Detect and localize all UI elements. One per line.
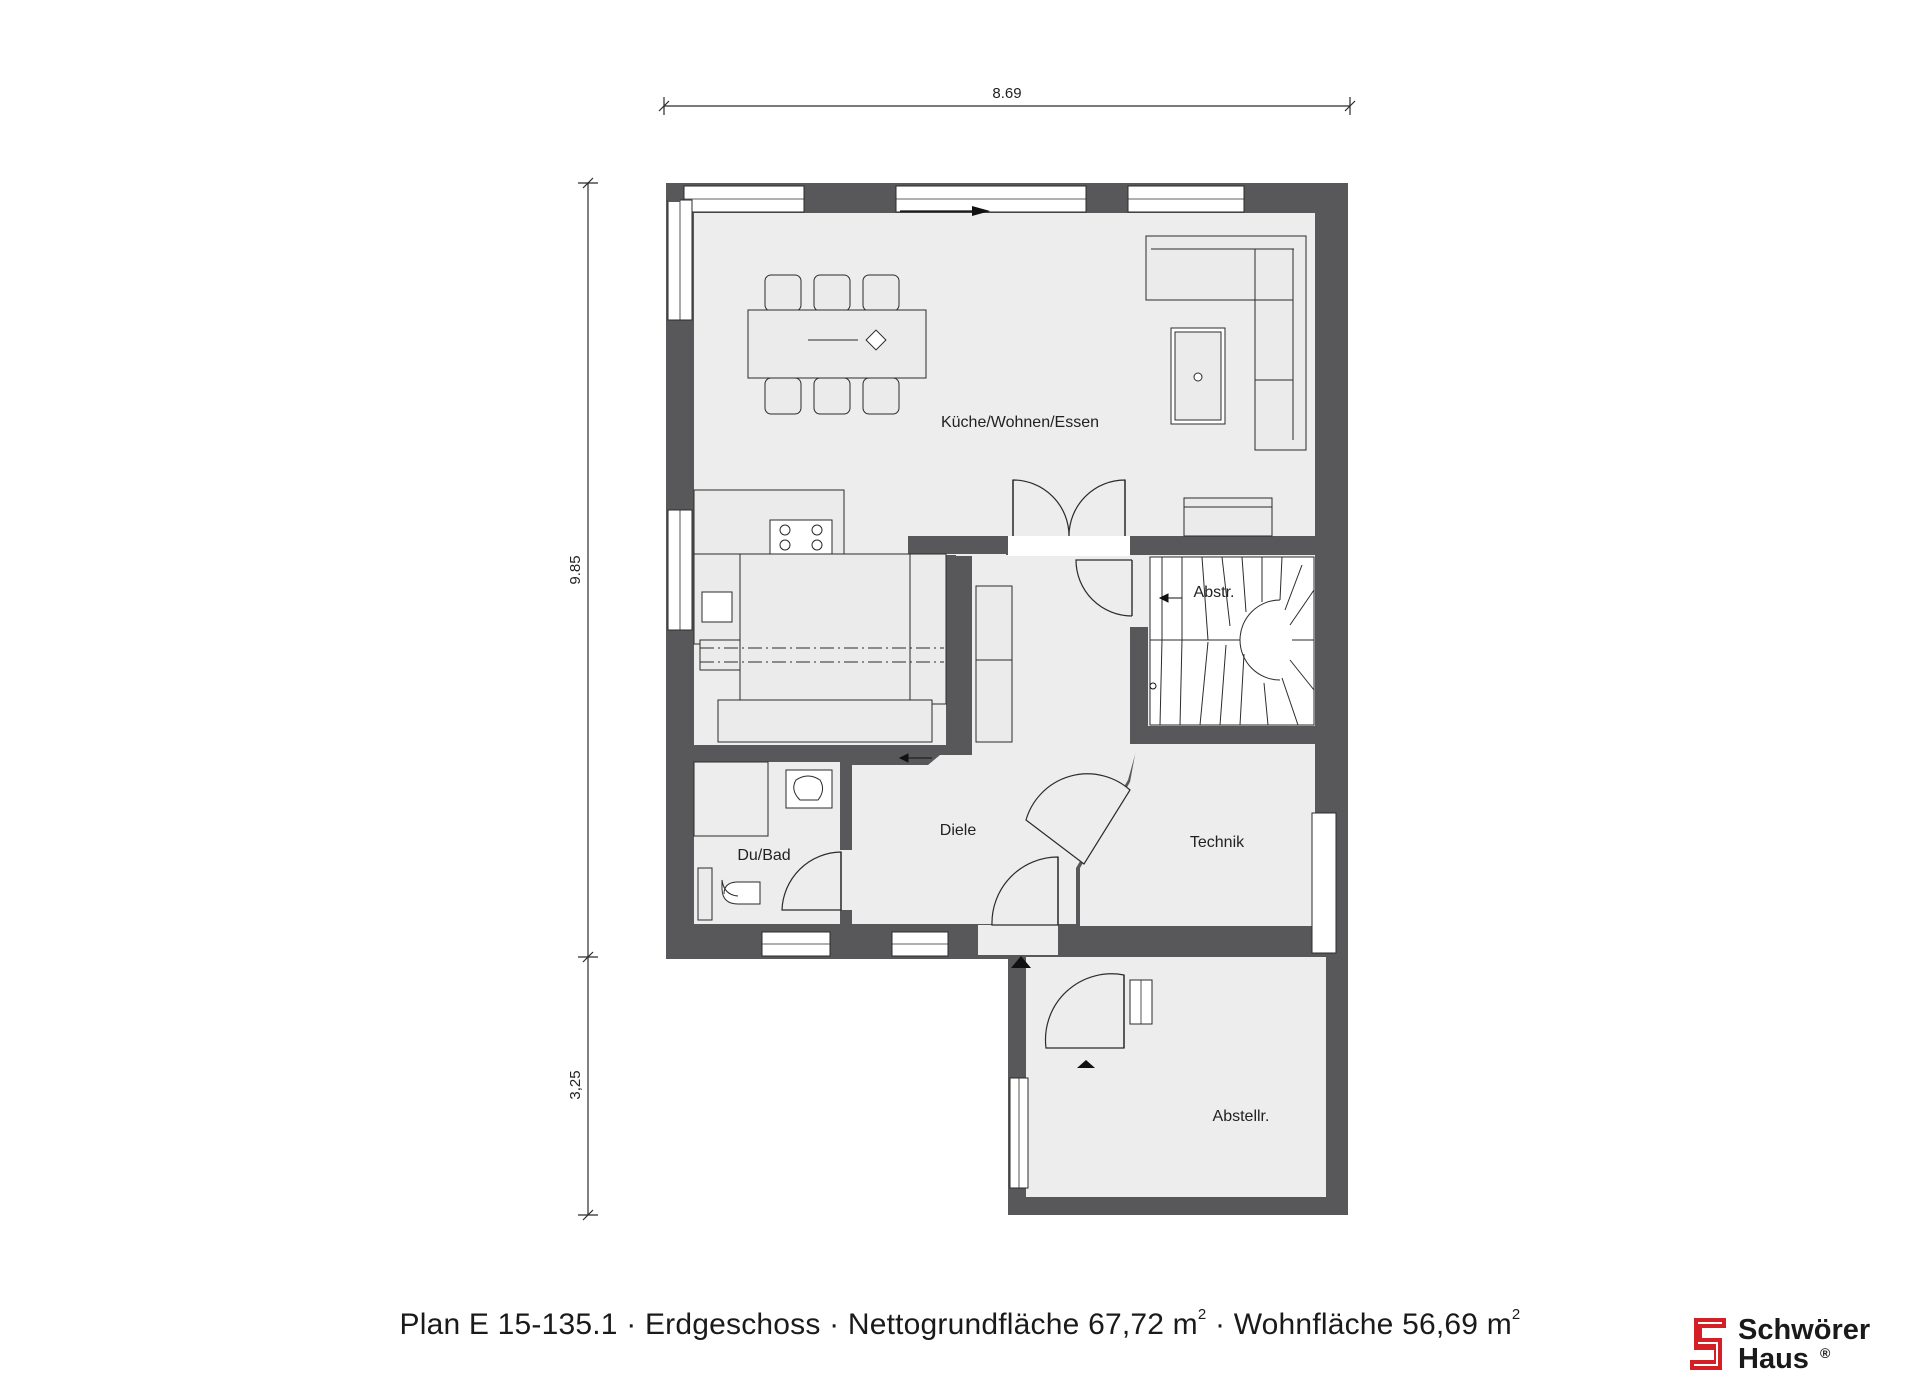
schwoerer-haus-logo: Schwörer Haus ® <box>1686 1312 1906 1378</box>
label-abstr: Abstr. <box>1194 584 1235 601</box>
caption-separator: · <box>820 1308 848 1341</box>
caption-unit-exponent: 2 <box>1197 1306 1207 1323</box>
stair-arrow-kitchen <box>898 753 932 763</box>
bathroom-fixtures <box>693 761 833 921</box>
caption-living-area: Wohnfläche 56,69 m <box>1233 1308 1512 1341</box>
plan-caption: Plan E 15-135.1 · Erdgeschoss · Nettogru… <box>0 1306 1920 1342</box>
door-leaves <box>840 480 1133 1048</box>
label-dubad: Du/Bad <box>737 847 790 864</box>
label-technik: Technik <box>1190 834 1245 851</box>
label-abstellr: Abstellr. <box>1213 1108 1270 1125</box>
sofa <box>1145 235 1307 451</box>
height-dimension-lower: 3,25 <box>567 1070 584 1099</box>
logo-registered-mark: ® <box>1820 1345 1831 1361</box>
caption-separator: · <box>617 1308 645 1341</box>
caption-plan: Plan E 15-135.1 <box>399 1308 618 1341</box>
corner-window-marker <box>668 190 990 216</box>
height-dimension-upper: 9.85 <box>567 555 584 584</box>
caption-separator: · <box>1206 1308 1234 1341</box>
logo-line-1: Schwörer <box>1738 1314 1871 1346</box>
room-technik-floor <box>1080 744 1315 926</box>
caption-unit-exponent: 2 <box>1511 1306 1521 1323</box>
label-diele: Diele <box>940 822 977 839</box>
staircase <box>1149 556 1315 726</box>
dimension-lines <box>578 97 1356 1221</box>
caption-net-area: Nettogrundfläche 67,72 m <box>847 1308 1198 1341</box>
room-labels: Küche/Wohnen/Essen Abstr. Diele Du/Bad T… <box>737 414 1269 1125</box>
label-kueche: Küche/Wohnen/Essen <box>941 414 1099 431</box>
logo-line-2: Haus <box>1738 1343 1809 1375</box>
window-glazing-lines <box>679 198 1244 1188</box>
dining-table <box>747 274 927 415</box>
logo-mark-icon <box>1690 1318 1726 1370</box>
doors <box>781 479 1148 1058</box>
kitchen-axis-lines <box>700 647 944 663</box>
width-dimension: 8.69 <box>992 85 1021 102</box>
sideboard <box>1183 497 1273 537</box>
stair-arrow <box>1149 593 1182 690</box>
entrance-arrows <box>1011 956 1095 1068</box>
caption-floor: Erdgeschoss <box>644 1308 821 1341</box>
wardrobe <box>975 585 1013 743</box>
